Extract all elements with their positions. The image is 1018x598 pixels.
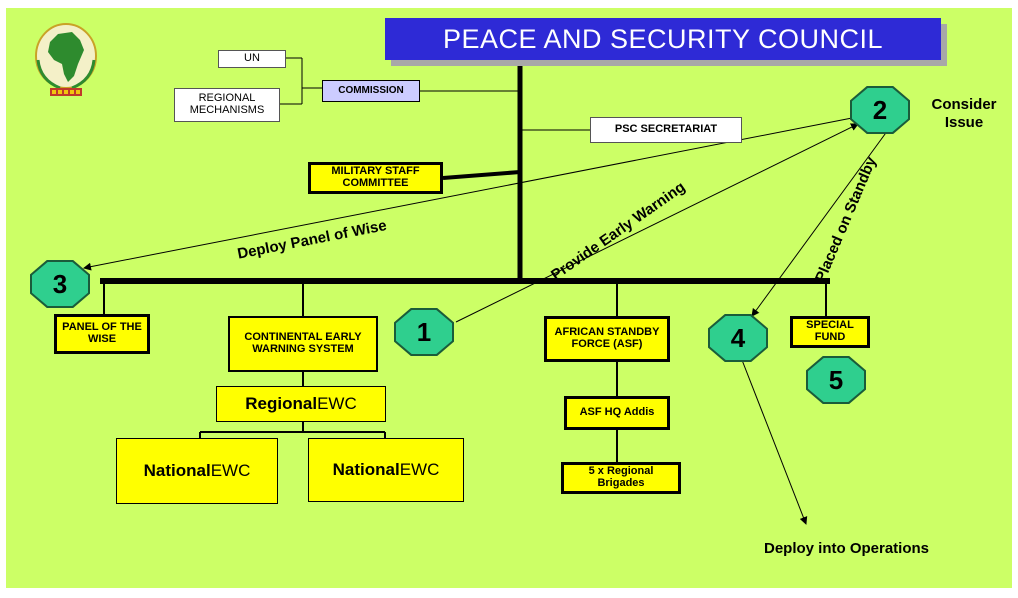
regional-ewc-normal: EWC [317, 394, 357, 414]
un-box: UN [218, 50, 286, 68]
african-union-emblem-icon [35, 23, 97, 96]
step-4-label: 4 [710, 316, 766, 360]
national-ewc-2-bold: National [332, 460, 400, 480]
psc-secretariat-box: PSC SECRETARIAT [590, 117, 742, 143]
african-standby-force-box: AFRICAN STANDBY FORCE (ASF) [544, 316, 670, 362]
step-5-label: 5 [808, 358, 864, 402]
regional-ewc-box: Regional EWC [216, 386, 386, 422]
national-ewc-1-normal: EWC [210, 461, 251, 481]
regional-mechanisms-box: REGIONAL MECHANISMS [174, 88, 280, 122]
national-ewc-box-2: National EWC [308, 438, 464, 502]
national-ewc-box-1: National EWC [116, 438, 278, 504]
step-2-label: 2 [852, 88, 908, 132]
asf-hq-addis-box: ASF HQ Addis [564, 396, 670, 430]
step-1-label: 1 [396, 310, 452, 354]
national-ewc-1-bold: National [143, 461, 211, 481]
national-ewc-2-normal: EWC [399, 460, 440, 480]
consider-issue-label: Consider Issue [931, 96, 997, 131]
regional-brigades-box: 5 x Regional Brigades [561, 462, 681, 494]
deploy-into-operations-label: Deploy into Operations [764, 540, 930, 557]
step-3-label: 3 [32, 262, 88, 306]
regional-ewc-bold: Regional [245, 394, 318, 414]
military-staff-committee-box: MILITARY STAFF COMMITTEE [308, 162, 443, 194]
special-fund-box: SPECIAL FUND [790, 316, 870, 348]
panel-of-the-wise-box: PANEL OF THE WISE [54, 314, 150, 354]
continental-early-warning-system-box: CONTINENTAL EARLY WARNING SYSTEM [228, 316, 378, 372]
diagram-title: PEACE AND SECURITY COUNCIL [385, 18, 941, 60]
commission-box: COMMISSION [322, 80, 420, 102]
